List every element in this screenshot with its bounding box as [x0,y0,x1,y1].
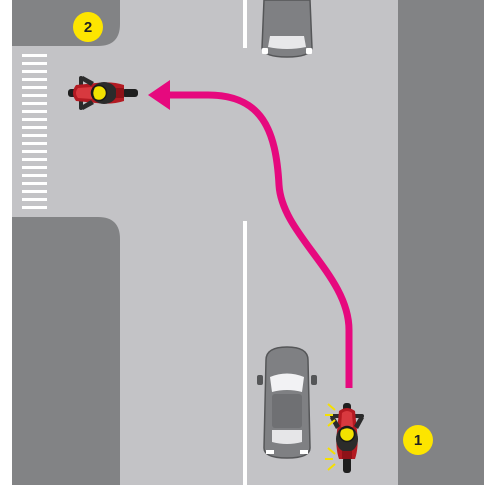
marker-1: 1 [403,425,433,455]
car-icon [262,0,312,57]
frame-bottom [0,485,492,491]
svg-text:2: 2 [84,19,92,36]
svg-text:1: 1 [414,432,422,449]
lane-line-bottom [243,221,247,485]
sidewalk-right [398,0,492,491]
sidewalk-bottom-left [0,217,120,491]
car-icon [257,347,317,458]
lane-line-top [243,0,247,48]
marker-2: 2 [73,12,103,42]
frame-left [0,0,12,491]
frame-right [484,0,492,491]
